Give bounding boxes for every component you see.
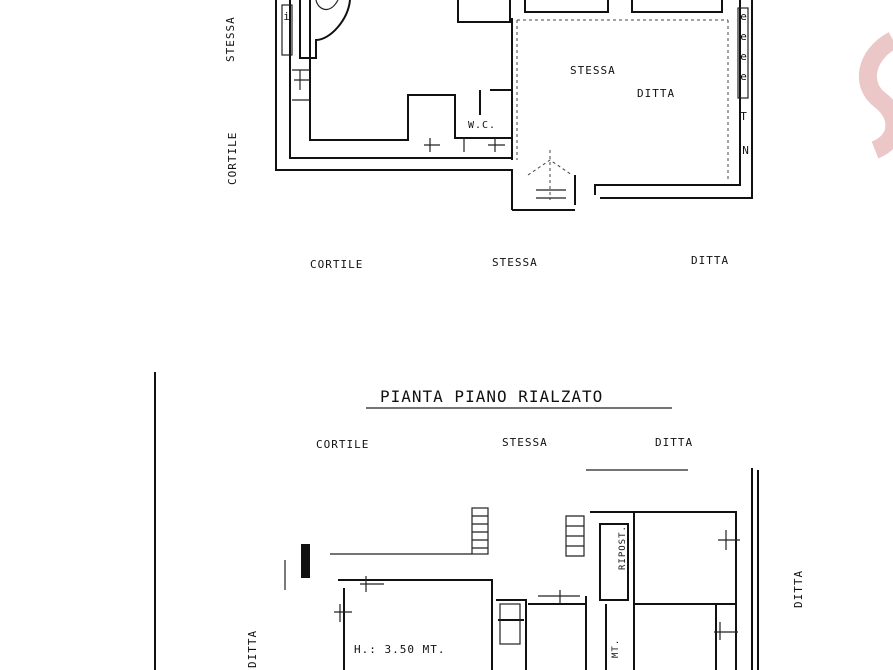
- svg-text:T: T: [740, 110, 748, 123]
- upper-bottom-left-label: CORTILE: [310, 258, 363, 271]
- svg-text:e: e: [740, 30, 748, 43]
- lower-top-center-label: STESSA: [502, 436, 548, 449]
- upper-bottom-right-label: DITTA: [691, 254, 729, 267]
- lower-top-right-label: DITTA: [655, 436, 693, 449]
- upper-room-label-2: DITTA: [637, 87, 675, 100]
- svg-text:N: N: [742, 144, 750, 157]
- lower-plan: PIANTA PIANO RIALZATO CORTILE STESSA DIT…: [154, 372, 805, 670]
- lower-left-side-label: DITTA: [246, 630, 259, 668]
- svg-text:e: e: [740, 50, 748, 63]
- upper-left-side-bottom-label: CORTILE: [226, 132, 239, 185]
- right-side-markers: e e e e T N: [737, 7, 750, 157]
- lower-top-left-label: CORTILE: [316, 438, 369, 451]
- upper-left-side-top-label: STESSA: [224, 16, 237, 62]
- watermark-mark: [858, 32, 893, 159]
- svg-text:e: e: [740, 10, 748, 23]
- lower-height-note: H.: 3.50 MT.: [354, 643, 445, 656]
- lower-closet-label: RIPOST.: [618, 525, 628, 570]
- lower-plan-title: PIANTA PIANO RIALZATO: [380, 387, 603, 406]
- svg-text:i: i: [283, 10, 291, 23]
- upper-bottom-center-label: STESSA: [492, 256, 538, 269]
- svg-text:e: e: [740, 70, 748, 83]
- lower-small-mark: MT.: [611, 639, 621, 658]
- upper-wc-label: W.C.: [468, 120, 496, 131]
- upper-room-label-1: STESSA: [570, 64, 616, 77]
- lower-right-side-label: DITTA: [792, 570, 805, 608]
- wall-marker-block: [301, 544, 310, 578]
- upper-plan: i e e e e T N STESSA CORTILE STESSA DITT…: [224, 0, 753, 271]
